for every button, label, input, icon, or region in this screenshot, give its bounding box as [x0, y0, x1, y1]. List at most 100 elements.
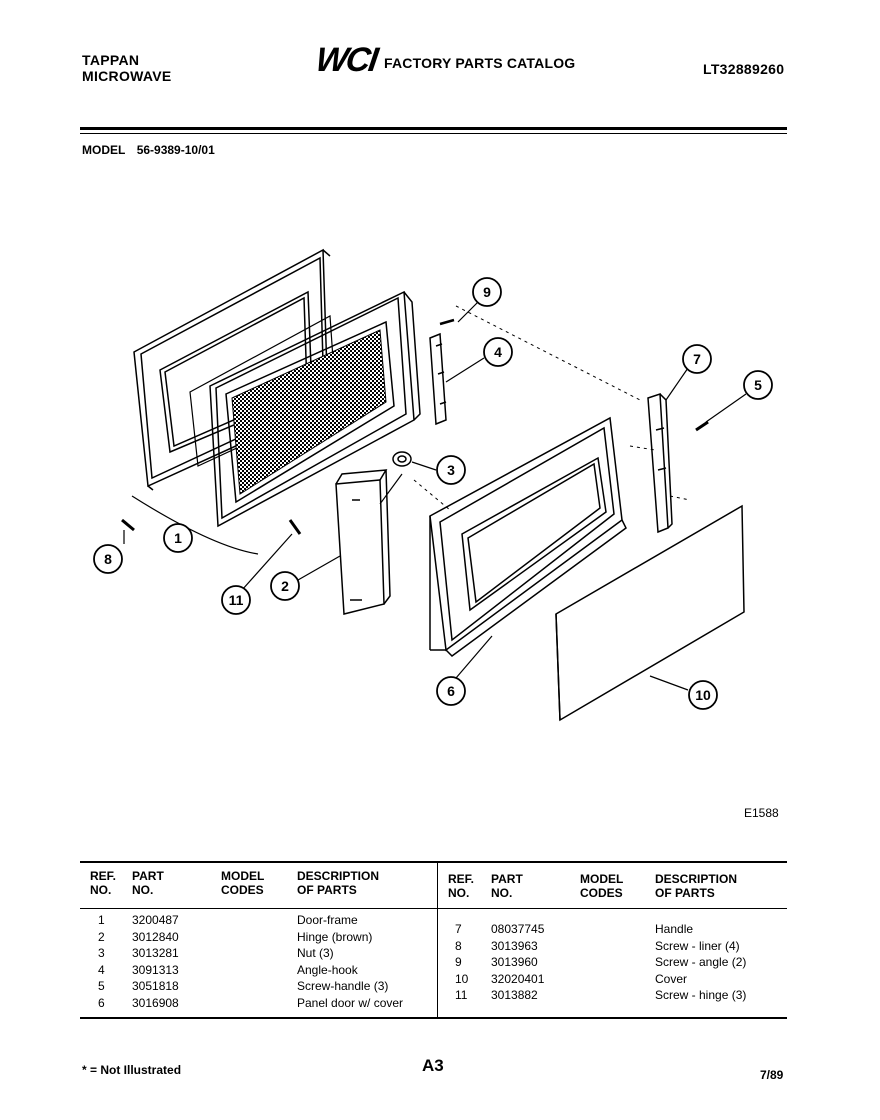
model-line: MODEL 56-9389-10/01	[82, 143, 223, 157]
table-row-desc: Screw - liner (4)	[655, 938, 740, 953]
screw-handle-part	[695, 420, 709, 432]
revision-date: 7/89	[760, 1068, 784, 1082]
table-row-part: 3013963	[491, 938, 538, 953]
table-row-ref: 8	[455, 938, 462, 953]
svg-text:6: 6	[447, 683, 455, 699]
svg-text:11: 11	[229, 592, 244, 608]
table-row-part: 3012840	[132, 929, 179, 944]
table-row-ref: 3	[98, 946, 105, 960]
leader-lines	[123, 301, 747, 691]
table-row-part: 3016908	[132, 995, 179, 1010]
table-row-part: 3013281	[132, 946, 179, 960]
table-row-part: 3013960	[491, 955, 538, 969]
table-row-desc: Screw - angle (2)	[655, 955, 747, 969]
product-type: MICROWAVE	[82, 68, 172, 84]
callout-9: 9	[472, 277, 502, 307]
inner-door-panel	[209, 290, 421, 528]
table-row-desc: Door-frame	[297, 913, 358, 927]
left-ref-column: 1 2 3 4 5 6	[98, 912, 105, 1011]
callout-2: 2	[270, 571, 300, 601]
screw-liner-part	[121, 518, 135, 532]
svg-text:2: 2	[281, 578, 289, 594]
not-illustrated-note: * = Not Illustrated	[82, 1063, 182, 1077]
callout-11: 11	[221, 585, 251, 615]
callout-5: 5	[743, 370, 773, 400]
callout-8: 8	[93, 544, 123, 574]
brand-block: TAPPAN MICROWAVE	[82, 52, 172, 84]
right-part-column: 08037745 3013963 3013960 32020401 301388…	[491, 921, 544, 1004]
svg-text:5: 5	[754, 377, 762, 393]
svg-text:8: 8	[104, 551, 112, 567]
callout-1: 1	[163, 523, 193, 553]
angle-screw-part	[439, 318, 455, 326]
table-row-desc: Cover	[655, 971, 688, 986]
table-row-desc: Screw-handle (3)	[297, 979, 389, 993]
table-row-part: 3091313	[132, 962, 179, 977]
callout-4: 4	[483, 337, 513, 367]
angle-hook-part	[429, 332, 447, 426]
exploded-parts-diagram: 1 2 3 4 5 6 7 8 9 10 11	[93, 248, 773, 722]
model-number: 56-9389-10/01	[136, 143, 215, 157]
table-row-ref: 7	[455, 922, 462, 936]
header-rule	[80, 127, 787, 130]
table-row-part: 08037745	[491, 922, 545, 936]
table-row-ref: 10	[455, 971, 469, 986]
figure-code: E1588	[744, 806, 779, 820]
handle-part	[647, 392, 673, 534]
callout-10: 10	[688, 680, 718, 710]
callouts: 1 2 3 4 5 6 7 8 9 10 11	[93, 277, 773, 710]
svg-text:7: 7	[693, 351, 701, 367]
nut-part	[392, 451, 412, 467]
table-row-part: 3013882	[491, 988, 538, 1002]
svg-text:1: 1	[174, 530, 182, 546]
callout-7: 7	[682, 344, 712, 374]
table-row-desc: Angle-hook	[297, 962, 358, 977]
table-top-rule	[80, 861, 787, 863]
callout-3: 3	[436, 455, 466, 485]
model-label: MODEL	[82, 143, 126, 157]
table-row-ref: 5	[98, 979, 105, 993]
page-number: A3	[422, 1056, 444, 1075]
table-row-desc: Nut (3)	[297, 946, 334, 960]
table-row-ref: 6	[98, 995, 105, 1010]
table-divider	[437, 861, 438, 1017]
table-row-ref: 1	[98, 913, 105, 927]
svg-text:4: 4	[494, 344, 502, 360]
table-header-rule	[80, 908, 787, 909]
svg-text:3: 3	[447, 462, 455, 478]
catalog-title: FACTORY PARTS CATALOG	[384, 55, 576, 71]
hinge-part	[335, 469, 391, 615]
table-row-part: 32020401	[491, 971, 545, 986]
callout-6: 6	[436, 676, 466, 706]
brand-name: TAPPAN	[82, 52, 140, 68]
catalog-code: LT32889260	[703, 61, 785, 77]
header-ref-no-right: REF.NO.	[448, 872, 475, 900]
table-row-desc: Screw - hinge (3)	[655, 988, 747, 1002]
table-row-ref: 2	[98, 929, 105, 944]
table-row-ref: 11	[455, 988, 468, 1002]
left-part-column: 3200487 3012840 3013281 3091313 3051818 …	[132, 912, 179, 1011]
table-row-desc: Handle	[655, 922, 694, 936]
header-rule-thin	[80, 133, 787, 134]
table-row-desc: Panel door w/ cover	[297, 995, 404, 1010]
table-row-part: 3200487	[132, 913, 179, 927]
header-ref-no-left: REF.NO.	[90, 869, 117, 897]
right-desc-column: Handle Screw - liner (4) Screw - angle (…	[655, 921, 746, 1004]
screw-hinge-part	[288, 519, 302, 535]
table-bottom-rule	[80, 1017, 787, 1019]
left-desc-column: Door-frame Hinge (brown) Nut (3) Angle-h…	[297, 912, 403, 1011]
table-row-desc: Hinge (brown)	[297, 929, 373, 944]
svg-text:10: 10	[695, 687, 711, 703]
table-row-ref: 4	[98, 962, 105, 977]
table-row-part: 3051818	[132, 979, 179, 993]
cover-part	[555, 504, 745, 722]
svg-text:9: 9	[483, 284, 491, 300]
assembly-lines	[413, 305, 691, 511]
panel-door-part	[429, 416, 627, 657]
